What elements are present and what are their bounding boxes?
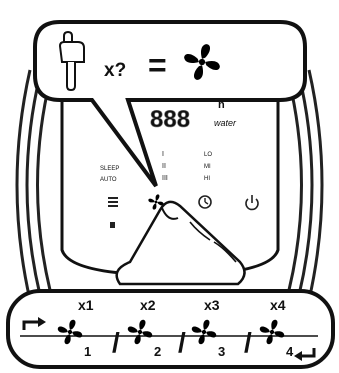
separator-2: /	[178, 327, 186, 358]
separator-3: /	[244, 327, 252, 358]
callout-bubble: x? =	[33, 20, 307, 188]
speed-cycle-capsule: x1 x2 x3 x4 1 / 2 / 3 / 4	[6, 289, 335, 369]
mid-indicator-3: III	[162, 175, 168, 182]
press-count-3: x3	[204, 297, 220, 313]
left-label-auto: AUTO	[100, 177, 117, 183]
menu-button-marker	[110, 222, 115, 228]
menu-icon[interactable]	[108, 197, 118, 207]
press-count-4: x4	[270, 297, 286, 313]
press-count-2: x2	[140, 297, 156, 313]
press-count-question: x?	[104, 60, 126, 81]
cycle-start-arrow	[22, 320, 42, 330]
speed-number-1: 1	[84, 344, 91, 359]
mid-indicator-1: I	[162, 151, 164, 158]
speed-number-2: 2	[154, 344, 161, 359]
mid-indicator-2: II	[162, 163, 166, 170]
right-label-lo: LO	[204, 152, 212, 158]
press-count-1: x1	[78, 297, 94, 313]
separator-1: /	[112, 327, 120, 358]
speed-number-3: 3	[218, 344, 225, 359]
display-digits: 888	[150, 106, 190, 133]
control-panel: 888 h water SLEEP AUTO I II III LO MI HI	[100, 99, 259, 228]
display-unit-bottom: water	[214, 118, 237, 128]
right-label-hi: HI	[204, 176, 210, 182]
cycle-return-arrow	[298, 348, 316, 358]
pressing-finger	[115, 200, 246, 286]
equals-sign: =	[148, 47, 167, 83]
left-label-sleep: SLEEP	[100, 166, 119, 172]
display-unit-top: h	[218, 99, 225, 111]
power-icon[interactable]	[245, 195, 259, 211]
finger-press-icon	[58, 30, 85, 92]
right-label-mi: MI	[204, 164, 211, 170]
speed-number-4: 4	[286, 344, 294, 359]
timer-icon[interactable]	[198, 195, 212, 209]
